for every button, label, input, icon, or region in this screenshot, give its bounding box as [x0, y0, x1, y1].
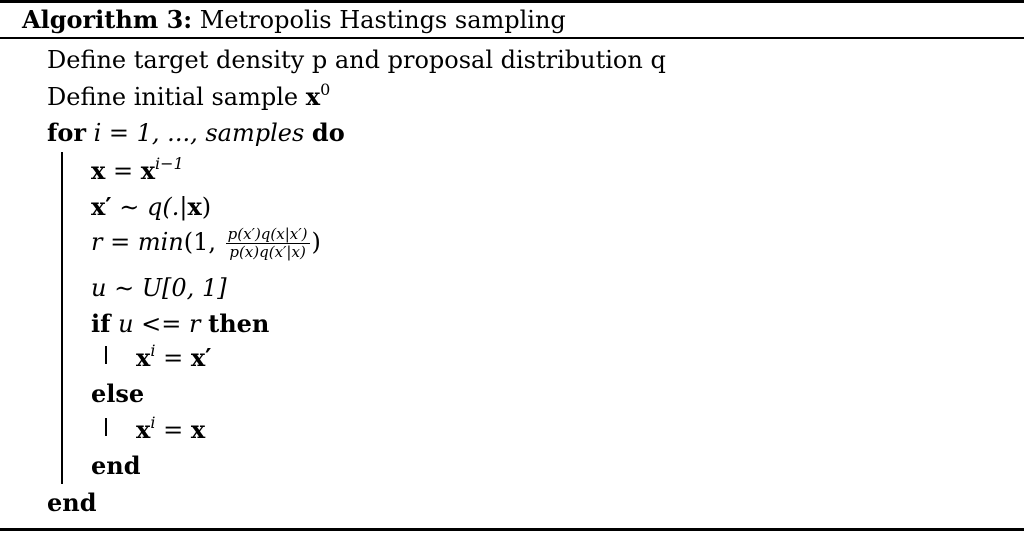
- algorithm-label: Algorithm 3:: [22, 5, 193, 34]
- assign-lhs: x: [91, 156, 106, 185]
- line-for-loop: for i = 1, ..., samples do: [47, 117, 345, 149]
- do-keyword: do: [311, 118, 345, 147]
- define-initial-text: Define initial sample: [47, 83, 306, 111]
- r-eq: =: [102, 228, 138, 256]
- x0-symbol: x: [305, 82, 321, 111]
- propose-close: ): [201, 193, 212, 221]
- assign-rhs: x: [140, 156, 155, 185]
- accept-lhs: x: [136, 343, 151, 372]
- if-keyword: if: [91, 309, 111, 338]
- reject-rhs: x: [190, 415, 206, 444]
- bottom-rule: [0, 528, 1024, 531]
- line-acceptance-ratio: r = min(1, p(x′)q(x|x′)p(x)q(x′|x)): [91, 226, 321, 261]
- assign-superscript: i−1: [155, 154, 184, 173]
- propose-rest: ∼ q(.|: [111, 193, 188, 221]
- reject-eq: =: [155, 416, 191, 444]
- line-end-for: end: [47, 488, 97, 517]
- line-assign: x = xi−1: [91, 154, 184, 190]
- line-else: else: [91, 379, 145, 408]
- ratio-numerator: p(x′)q(x|x′): [225, 225, 310, 244]
- if-condition: u <= r: [110, 310, 209, 338]
- accept-superscript: i: [150, 341, 156, 360]
- for-keyword: for: [47, 118, 86, 147]
- line-if: if u <= r then: [91, 308, 269, 340]
- for-block-bar: [61, 152, 63, 484]
- if-block-bar: [105, 346, 107, 364]
- reject-superscript: i: [150, 413, 156, 432]
- propose-x: x: [187, 192, 202, 221]
- else-block-bar: [105, 418, 107, 436]
- reject-lhs: x: [136, 415, 151, 444]
- r-min: min: [137, 228, 184, 256]
- line-end-if: end: [91, 451, 141, 480]
- then-keyword: then: [208, 309, 270, 338]
- ratio-fraction: p(x′)q(x|x′)p(x)q(x′|x): [225, 225, 310, 261]
- accept-rhs: x′: [190, 343, 212, 372]
- r-open: (1,: [183, 228, 224, 256]
- line-reject: xi = x: [136, 413, 206, 449]
- line-define-initial: Define initial sample x0: [47, 80, 331, 116]
- line-uniform-draw: u ∼ U[0, 1]: [91, 274, 227, 302]
- r-close: ): [311, 228, 321, 256]
- caption-rule: [0, 37, 1024, 39]
- line-define-target: Define target density p and proposal dis…: [47, 46, 666, 74]
- for-iterator: i = 1, ...,: [85, 119, 206, 147]
- algorithm-title: Metropolis Hastings sampling: [199, 6, 566, 34]
- propose-lhs: x′: [91, 192, 112, 221]
- assign-eq: =: [105, 157, 141, 185]
- line-accept: xi = x′: [136, 341, 212, 377]
- for-samples: samples: [205, 119, 305, 147]
- algorithm-caption: Algorithm 3: Metropolis Hastings samplin…: [22, 4, 566, 36]
- line-propose: x′ ∼ q(.|x): [91, 191, 211, 223]
- ratio-denominator: p(x)q(x′|x): [229, 243, 306, 261]
- top-rule: [0, 0, 1024, 3]
- r-lhs: r: [91, 228, 103, 256]
- accept-eq: =: [155, 344, 191, 372]
- x0-superscript: 0: [320, 80, 331, 99]
